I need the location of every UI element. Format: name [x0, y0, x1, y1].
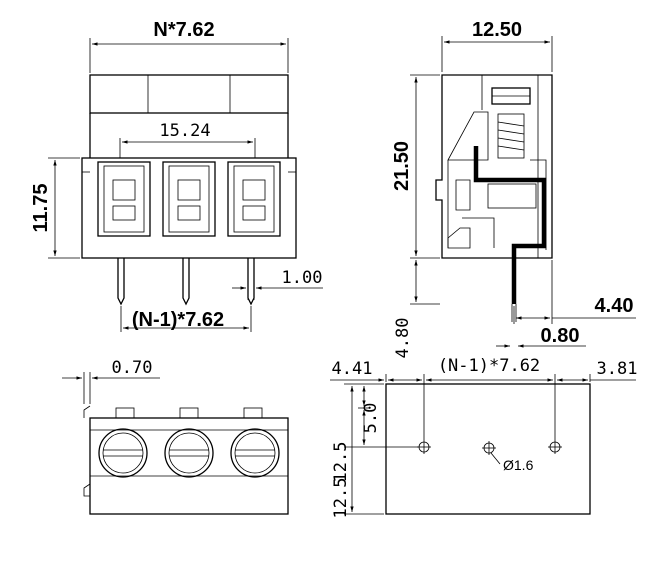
side-pin — [473, 146, 547, 304]
dim-hole-offset-y: 5.0 — [361, 403, 381, 434]
dim-pitch-inner: 15.24 — [159, 121, 210, 141]
front-view: N*7.62 15.24 11.75 1.00 (N-1)*7.62 — [30, 19, 323, 332]
dim-pitch-n1-front: (N-1)*7.62 — [132, 309, 224, 331]
dim-pin-dia: 1.00 — [282, 268, 323, 288]
dim-side-width: 12.50 — [472, 19, 522, 41]
dim-pitch-n1-pcb: (N-1)*7.62 — [438, 356, 540, 376]
top-view: 0.70 — [62, 358, 289, 515]
dim-pitch-total: N*7.62 — [153, 19, 214, 41]
front-window-1 — [97, 161, 151, 237]
dim-pin-offset: 4.40 — [595, 295, 634, 317]
front-window-3 — [227, 161, 281, 237]
screw-head-3 — [230, 428, 280, 478]
front-pins — [117, 258, 255, 306]
screw-head-2 — [164, 428, 214, 478]
pcb-hole-2 — [482, 441, 496, 455]
pcb-layout: Ø1.6 4.41 (N-1)*7.62 3.81 5.0 12.5 12.5 — [330, 356, 637, 518]
dim-side-height: 21.50 — [391, 141, 413, 191]
dim-hole-dia: Ø1.6 — [503, 457, 534, 473]
dim-pin-length: 4.80 — [393, 318, 413, 359]
dim-height-front: 11.75 — [30, 184, 52, 233]
dim-pin-thick: 0.80 — [541, 325, 580, 347]
pcb-hole-3 — [548, 440, 562, 454]
dim-pcb-height: 12.5 — [331, 478, 351, 519]
dim-hole-end-x: 3.81 — [597, 359, 638, 379]
dim-top-offset: 0.70 — [112, 358, 153, 378]
front-window-2 — [162, 161, 216, 237]
dim-hole-offset-x: 4.41 — [332, 359, 373, 379]
side-view: 12.50 21.50 4.80 4.40 0.80 — [391, 19, 636, 358]
pcb-hole-1 — [417, 440, 431, 454]
dim-hole-row-y: 12.5 — [331, 442, 351, 483]
screw-head-1 — [98, 428, 148, 478]
